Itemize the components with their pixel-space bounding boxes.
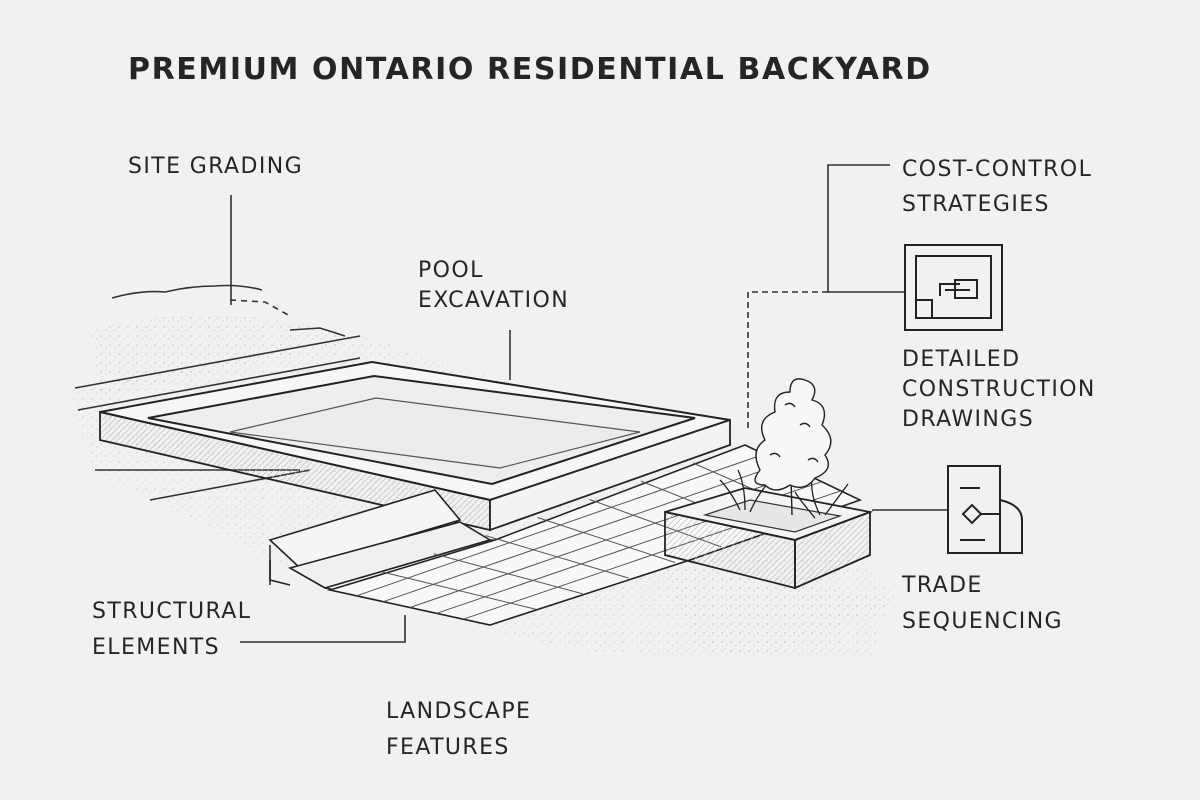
planter-grass-illustration [664,469,874,590]
label-site-grading-line: SITE GRADING [128,154,304,179]
label-construction-drawings: DETAILED CONSTRUCTION DRAWINGS [902,345,1096,435]
structural-elements-leader [240,615,406,643]
cost-control-leader [747,164,905,430]
diagram-title: PREMIUM ONTARIO RESIDENTIAL BACKYARD [128,52,932,87]
label-structural-elements-line-1: STRUCTURAL [92,599,252,624]
label-landscape-features-line-2: FEATURES [386,735,510,760]
label-cost-control: COST-CONTROL STRATEGIES [902,152,1092,222]
paver-joint [356,453,765,597]
label-site-grading: SITE GRADING [128,152,303,182]
label-construction-drawings-line-1: DETAILED [902,347,1021,372]
grading-contours [111,284,346,337]
label-cost-control-line-1: COST-CONTROL [902,157,1093,182]
tree-illustration [754,378,832,516]
label-construction-drawings-line-2: CONSTRUCTION [902,377,1096,402]
label-landscape-features: LANDSCAPE FEATURES [386,694,531,766]
pool [99,360,731,532]
label-pool-excavation-line-1: POOL [418,258,484,283]
label-pool-excavation-line-2: EXCAVATION [418,288,570,313]
floor-plan-icon [904,244,1003,331]
paver-joint [383,462,784,603]
label-pool-excavation: POOL EXCAVATION [418,256,569,316]
label-structural-elements: STRUCTURAL ELEMENTS [92,594,251,666]
sequencing-document-icon [947,465,1023,554]
label-trade-sequencing-line-1: TRADE [902,573,983,598]
label-trade-sequencing: TRADE SEQUENCING [902,568,1063,640]
label-landscape-features-line-1: LANDSCAPE [386,699,532,724]
label-trade-sequencing-line-2: SEQUENCING [902,609,1063,634]
label-cost-control-line-2: STRATEGIES [902,192,1050,217]
label-structural-elements-line-2: ELEMENTS [92,635,220,660]
label-construction-drawings-line-3: DRAWINGS [902,407,1035,432]
